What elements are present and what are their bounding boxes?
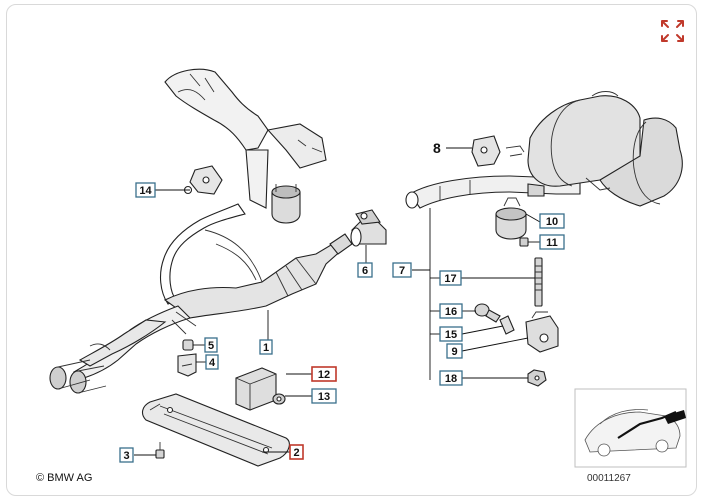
callout-10[interactable]: 10: [539, 213, 565, 229]
clip-15: [499, 315, 515, 335]
callout-2[interactable]: 2: [289, 444, 304, 460]
bracket-and-nut: [177, 339, 197, 377]
copyright-text: © BMW AG: [36, 472, 92, 484]
callout-number: 17: [444, 273, 456, 285]
expand-arrows-icon[interactable]: [661, 20, 684, 42]
callout-number: 2: [293, 447, 299, 459]
hanger-9: [525, 311, 559, 353]
bolt-16: [474, 303, 501, 323]
callout-number: 13: [318, 391, 330, 403]
front-rubber-mount: [271, 184, 301, 224]
callout-number: 6: [362, 265, 368, 277]
callout-number: 3: [123, 450, 129, 462]
callout-number: 14: [139, 185, 152, 197]
bracket-12: [235, 367, 277, 411]
nut-13: [272, 393, 286, 405]
callout-number: 9: [451, 346, 457, 358]
callout-16[interactable]: 16: [439, 303, 463, 319]
callout-6[interactable]: 6: [357, 262, 373, 278]
rear-mufflers: [527, 91, 683, 207]
plain-label-8: 8: [433, 140, 441, 156]
callout-17[interactable]: 17: [439, 270, 462, 286]
callout-14[interactable]: 14: [135, 182, 156, 198]
nut-18: [527, 369, 547, 387]
callout-number: 11: [546, 237, 558, 249]
callout-number: 10: [546, 216, 558, 228]
callout-18[interactable]: 18: [439, 370, 463, 386]
callout-13[interactable]: 13: [311, 388, 337, 404]
image-number: 00011267: [587, 473, 631, 484]
callout-15[interactable]: 15: [439, 326, 463, 342]
callout-number: 4: [209, 357, 216, 369]
bolt-11: [519, 237, 529, 247]
pipe-clamp: [350, 209, 387, 247]
car-location-thumbnail[interactable]: [574, 388, 687, 468]
rear-hanger-8: [471, 135, 525, 167]
callout-9[interactable]: 9: [446, 343, 463, 359]
callout-number: 18: [445, 373, 457, 385]
stud-17: [534, 257, 543, 307]
callout-number: 15: [445, 329, 457, 341]
front-hanger-bracket: [183, 165, 223, 195]
callout-11[interactable]: 11: [539, 234, 565, 250]
callout-3[interactable]: 3: [119, 447, 134, 463]
callout-4[interactable]: 4: [205, 354, 219, 370]
y-pipe-catalyst: [49, 203, 353, 394]
callout-number: 1: [263, 342, 269, 354]
rubber-ring-10: [495, 197, 527, 240]
leader-lines: [134, 147, 541, 456]
callout-number: 5: [208, 340, 214, 352]
rear-intermediate-pipe: [405, 175, 581, 209]
front-pipe-section: [164, 68, 327, 209]
callout-12[interactable]: 12: [311, 366, 337, 382]
callout-number: 12: [318, 369, 330, 381]
callout-labels: 14 6 7 10 11 17 16 15 9 18 5 4 1 12 13 3 2: [119, 182, 565, 463]
callout-5[interactable]: 5: [204, 337, 218, 353]
bolt-3: [155, 442, 165, 459]
callout-number: 7: [399, 265, 405, 277]
callout-7[interactable]: 7: [392, 262, 412, 278]
callout-1[interactable]: 1: [259, 339, 273, 355]
heat-shield: [141, 393, 290, 467]
callout-number: 16: [445, 306, 457, 318]
